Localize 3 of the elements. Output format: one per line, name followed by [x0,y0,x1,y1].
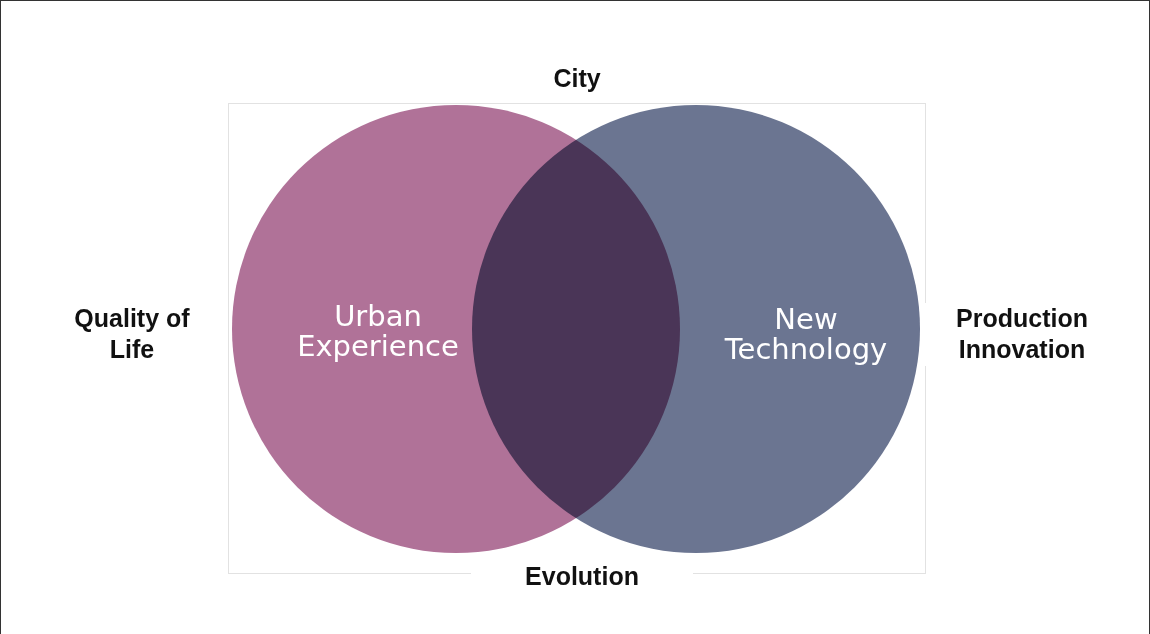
venn-circle [472,105,920,553]
circle-label: Urban Experience [296,301,460,362]
circle-label: New Technology [723,304,889,365]
